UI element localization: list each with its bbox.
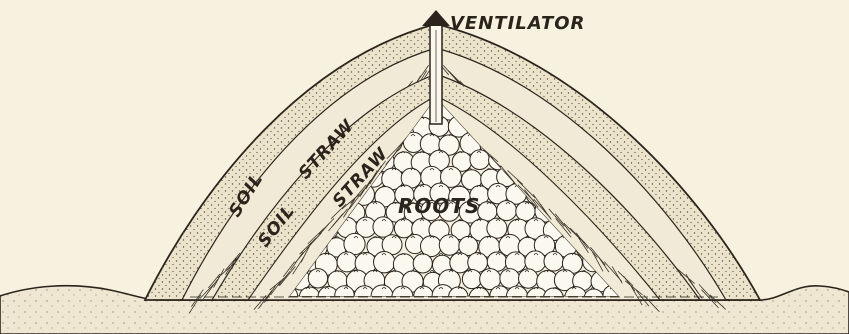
label-roots: ROOTS (398, 194, 480, 218)
label-ventilator: VENTILATOR (450, 13, 585, 34)
